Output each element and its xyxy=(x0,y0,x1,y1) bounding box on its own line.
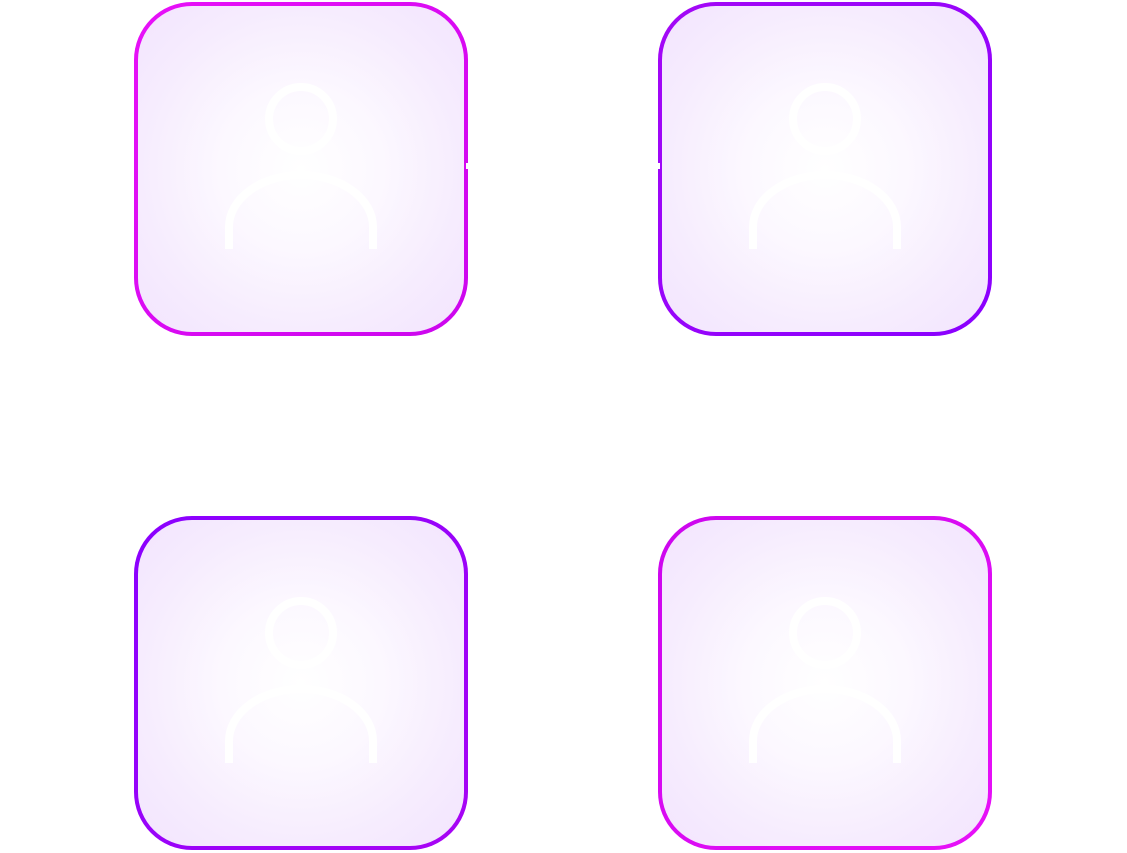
participant-tile-surface xyxy=(138,6,464,332)
connector-mark xyxy=(656,163,660,169)
participant-tile[interactable] xyxy=(134,516,468,850)
user-avatar-icon xyxy=(749,83,901,249)
user-avatar-icon xyxy=(749,597,901,763)
connector-mark xyxy=(466,163,470,169)
participant-tile-surface xyxy=(662,520,988,846)
user-avatar-icon xyxy=(225,83,377,249)
user-avatar-icon xyxy=(225,597,377,763)
participant-tile-surface xyxy=(138,520,464,846)
participant-tile[interactable] xyxy=(658,2,992,336)
participant-tile[interactable] xyxy=(134,2,468,336)
participant-tile-surface xyxy=(662,6,988,332)
participant-tile[interactable] xyxy=(658,516,992,850)
